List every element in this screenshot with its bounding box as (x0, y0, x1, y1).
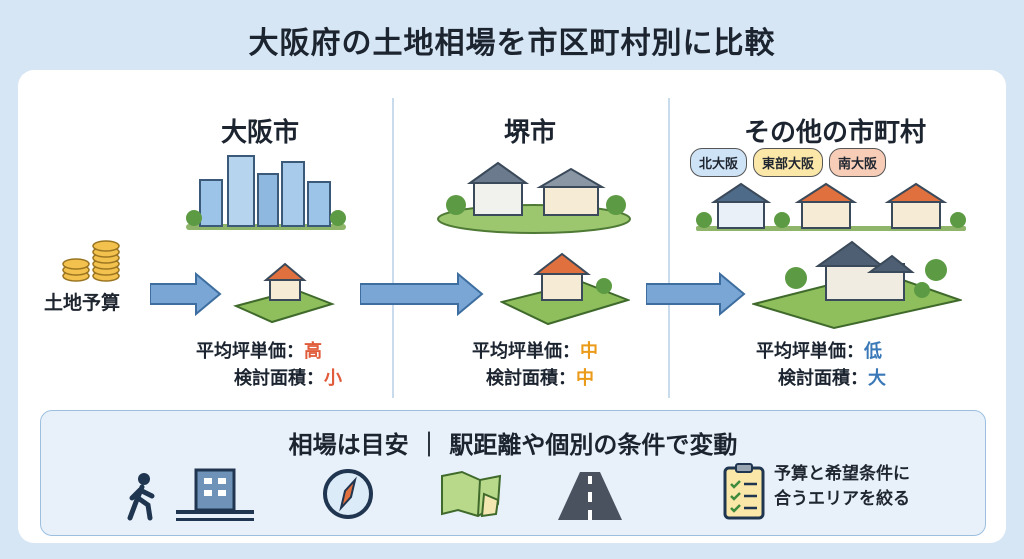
area-label: 検討面積： (778, 368, 868, 389)
price-value: 高 (304, 341, 322, 362)
conditions-note: 予算と希望条件に 合うエリアを絞る (774, 462, 910, 512)
arrow-right-icon (150, 272, 222, 316)
region-tag-east: 東部大阪 (753, 148, 824, 177)
stats-other-municipalities: 平均坪単価：低 検討面積：大 (756, 338, 886, 392)
area-value: 小 (324, 368, 342, 389)
city-skyline-icon (186, 155, 346, 230)
compass-icon (323, 469, 373, 519)
region-tag-south: 南大阪 (829, 148, 887, 177)
small-plot-house-icon (233, 262, 336, 324)
area-value: 中 (576, 368, 594, 389)
note-line-2: 合うエリアを絞る (774, 489, 910, 509)
large-plot-house-icon (752, 240, 962, 330)
price-value: 中 (580, 341, 598, 362)
residential-houses-icon (696, 182, 966, 231)
conditions-title: 相場は目安 ｜ 駅距離や個別の条件で変動 (288, 431, 738, 459)
suburb-houses-icon (437, 161, 631, 234)
stats-osaka-city: 平均坪単価：高 検討面積：小 (196, 338, 342, 392)
map-icon (441, 470, 502, 518)
coins-icon (62, 240, 120, 282)
road-icon (558, 472, 622, 520)
checklist-icon (723, 463, 765, 520)
column-title-osaka-city: 大阪市 (220, 118, 299, 148)
page-title: 大阪府の土地相場を市区町村別に比較 (248, 26, 776, 61)
arrow-right-icon (360, 272, 484, 316)
price-label: 平均坪単価： (756, 341, 864, 362)
arrow-right-icon (646, 272, 746, 316)
column-title-sakai-city: 堺市 (503, 118, 556, 148)
price-value: 低 (864, 341, 882, 362)
region-tag-north: 北大阪 (690, 148, 748, 177)
area-label: 検討面積： (486, 368, 576, 389)
station-icon (176, 468, 254, 521)
area-value: 大 (868, 368, 886, 389)
walking-person-icon (127, 473, 155, 521)
budget-label: 土地予算 (44, 292, 121, 314)
note-line-1: 予算と希望条件に (774, 464, 910, 484)
area-label: 検討面積： (234, 368, 324, 389)
column-divider (668, 98, 670, 398)
price-label: 平均坪単価： (196, 341, 304, 362)
column-title-other-municipalities: その他の市町村 (743, 118, 926, 148)
column-divider (392, 98, 394, 398)
price-label: 平均坪単価： (472, 341, 580, 362)
stats-sakai-city: 平均坪単価：中 検討面積：中 (472, 338, 598, 392)
region-tags: 北大阪 東部大阪 南大阪 (690, 148, 972, 177)
medium-plot-house-icon (500, 252, 630, 326)
